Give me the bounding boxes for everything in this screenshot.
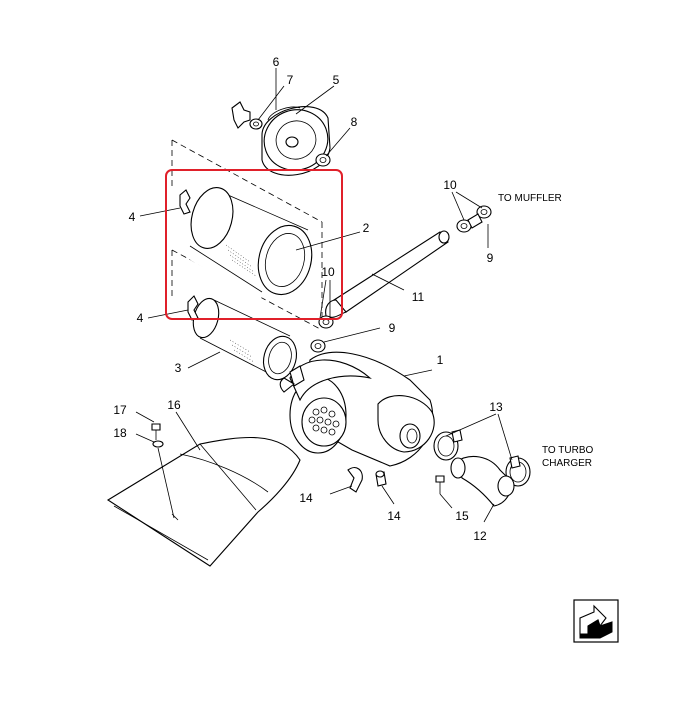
callout-12: 12 xyxy=(473,529,487,543)
washer-part-18 xyxy=(152,440,164,448)
callout-5: 5 xyxy=(333,73,340,87)
elbow-hose-part-12 xyxy=(450,455,515,507)
callout-7: 7 xyxy=(287,73,294,87)
callout-11: 11 xyxy=(412,290,425,304)
bolt-part-17 xyxy=(151,423,161,440)
leader-lines xyxy=(135,68,513,523)
callout-10-lower: 10 xyxy=(321,265,335,279)
clamp-part-10-upper xyxy=(456,205,492,233)
callout-labels: 6 7 5 8 4 2 4 3 10 9 10 11 9 1 13 17 16 … xyxy=(113,55,503,543)
wing-nut-part-6 xyxy=(231,101,251,129)
wing-nut-part-4-upper xyxy=(179,189,191,215)
note-to-turbo-line-1: TO TURBO xyxy=(542,445,594,456)
callout-8: 8 xyxy=(351,115,358,129)
note-to-turbo-line-2: CHARGER xyxy=(542,458,592,469)
tube-part-11 xyxy=(325,230,450,318)
callout-15: 15 xyxy=(455,509,469,523)
hose-part-9-lower xyxy=(310,339,326,353)
callout-1: 1 xyxy=(437,353,444,367)
callout-14-right: 14 xyxy=(387,509,401,523)
arrow-icon[interactable] xyxy=(573,599,619,643)
intake-hood-part-16 xyxy=(106,436,301,567)
clamp-part-10-lower xyxy=(318,315,334,329)
callout-2: 2 xyxy=(363,221,370,235)
callout-16: 16 xyxy=(167,398,181,412)
clip-part-8 xyxy=(315,153,331,167)
washer-part-7 xyxy=(249,118,263,130)
bolt-part-15 xyxy=(435,475,445,494)
callout-3: 3 xyxy=(175,361,182,375)
callout-14-left: 14 xyxy=(299,491,313,505)
safety-element-part-3 xyxy=(192,297,298,381)
callout-6: 6 xyxy=(273,55,280,69)
hose-part-14-right xyxy=(375,470,387,487)
housing-part-1 xyxy=(279,351,435,467)
filter-element-part-2 xyxy=(189,187,313,300)
inlet-screen xyxy=(308,406,340,436)
hose-part-14-left xyxy=(347,467,363,493)
callout-4-lower: 4 xyxy=(137,311,144,325)
notes: TO MUFFLER TO TURBO CHARGER xyxy=(498,193,594,469)
callout-17: 17 xyxy=(113,403,127,417)
highlight-box xyxy=(165,169,343,320)
cover-part-5 xyxy=(261,106,331,176)
hose-part-9-upper xyxy=(467,213,483,229)
callout-9-lower: 9 xyxy=(389,321,396,335)
callout-13: 13 xyxy=(489,400,503,414)
callout-9-upper: 9 xyxy=(487,251,494,265)
callout-10-upper: 10 xyxy=(443,178,457,192)
callout-4-upper: 4 xyxy=(129,210,136,224)
callout-18: 18 xyxy=(113,426,127,440)
note-to-muffler: TO MUFFLER xyxy=(498,193,562,204)
wing-nut-part-4-lower xyxy=(187,295,199,321)
